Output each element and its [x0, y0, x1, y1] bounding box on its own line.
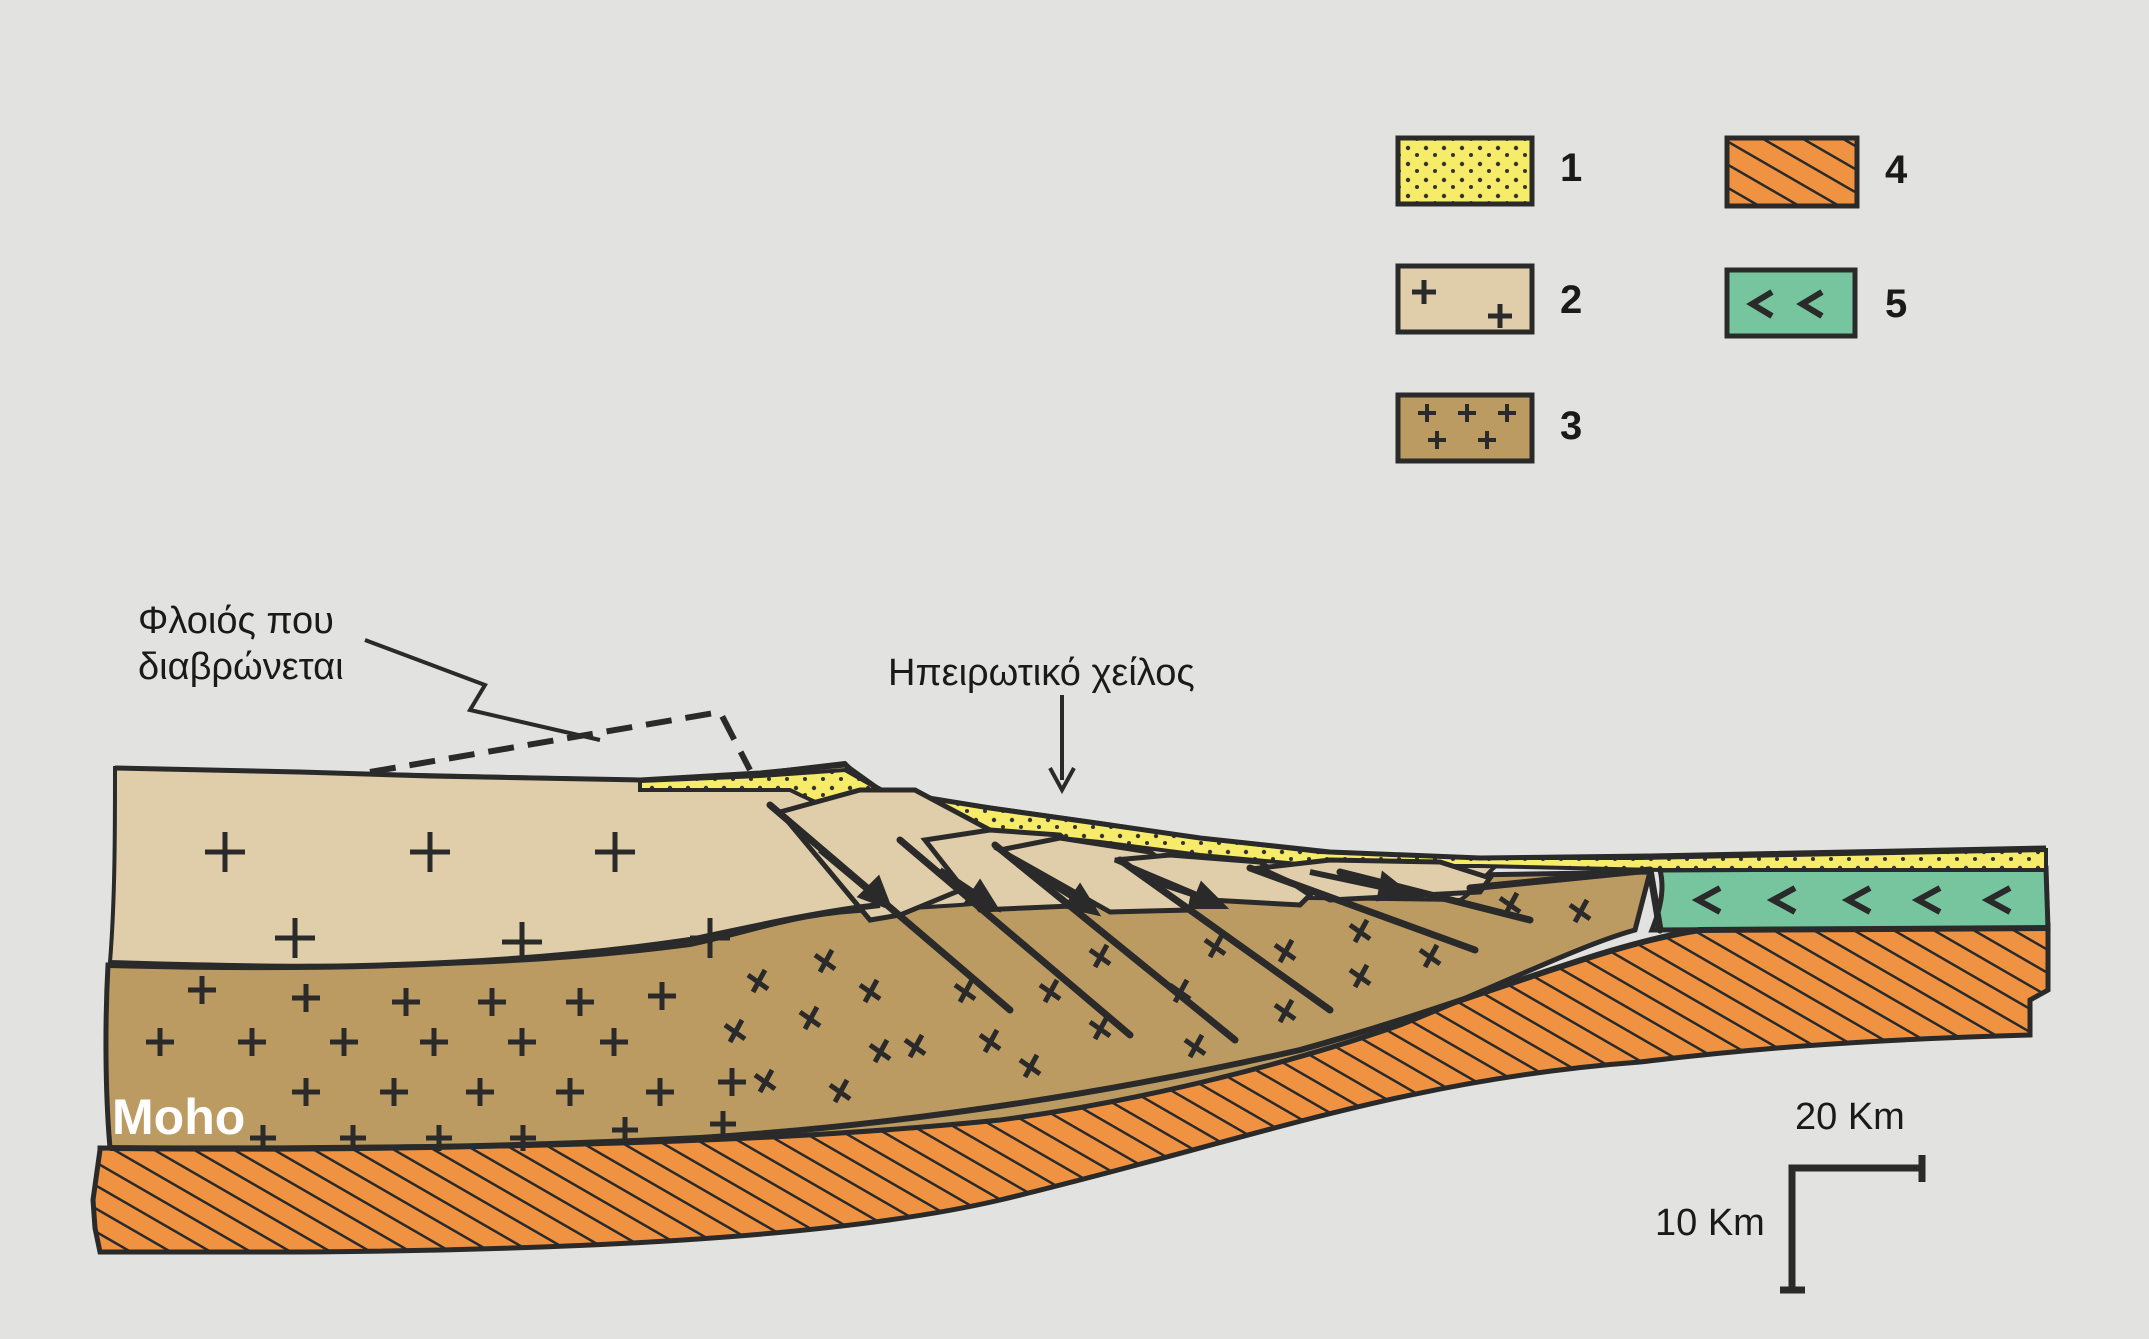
- cross-section: [93, 640, 2048, 1290]
- legend-label-1: 1: [1560, 146, 1582, 191]
- legend-label-2: 2: [1560, 278, 1582, 323]
- legend-label-3: 3: [1560, 404, 1582, 449]
- legend-swatch-2: [1398, 266, 1532, 332]
- legend-swatch-1: [1398, 138, 1532, 204]
- scale-vertical-label: 10 Km: [1655, 1202, 1765, 1245]
- legend-label-4: 4: [1885, 148, 1907, 193]
- legend-swatch-5: [1727, 270, 1855, 336]
- legend-swatch-3: [1398, 395, 1532, 461]
- eroded-crust-pointer: [365, 640, 600, 740]
- scale-horizontal-label: 20 Km: [1795, 1096, 1905, 1139]
- scale-bar: [1780, 1155, 1922, 1290]
- eroded-crust-label-line1: Φλοιός που: [138, 598, 344, 644]
- moho-label: Moho: [112, 1088, 245, 1146]
- continental-margin-label: Ηπειρωτικό χείλος: [888, 650, 1195, 696]
- legend-label-5: 5: [1885, 282, 1907, 327]
- legend-swatch-4: [1727, 138, 1857, 206]
- eroded-crust-label: Φλοιός που διαβρώνεται: [138, 598, 344, 690]
- eroded-crust-label-line2: διαβρώνεται: [138, 644, 344, 690]
- eroded-crust-dashed-outline: [370, 712, 750, 772]
- legend-swatches: [1398, 138, 1857, 461]
- continental-margin-arrow: [1050, 695, 1074, 790]
